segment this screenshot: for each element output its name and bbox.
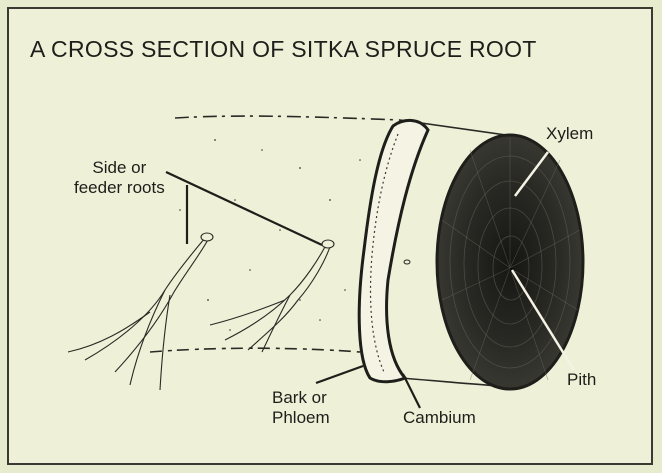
cambium-label: Cambium (403, 408, 476, 428)
pith-label: Pith (567, 370, 596, 390)
feeder-root-right (210, 240, 334, 352)
feeder-root-left (68, 233, 213, 390)
side-roots-label-line2: feeder roots (74, 178, 165, 198)
bark-band (359, 120, 428, 381)
bark-label-line1: Bark or (272, 388, 330, 408)
bark-label-line2: Phloem (272, 408, 330, 428)
bark-label: Bark or Phloem (272, 388, 330, 428)
side-roots-leader (166, 172, 322, 245)
root-knot (404, 260, 410, 264)
bark-leader (316, 366, 363, 383)
xylem-label: Xylem (546, 124, 593, 144)
side-roots-label-line1: Side or (74, 158, 165, 178)
side-roots-label: Side or feeder roots (74, 158, 165, 198)
